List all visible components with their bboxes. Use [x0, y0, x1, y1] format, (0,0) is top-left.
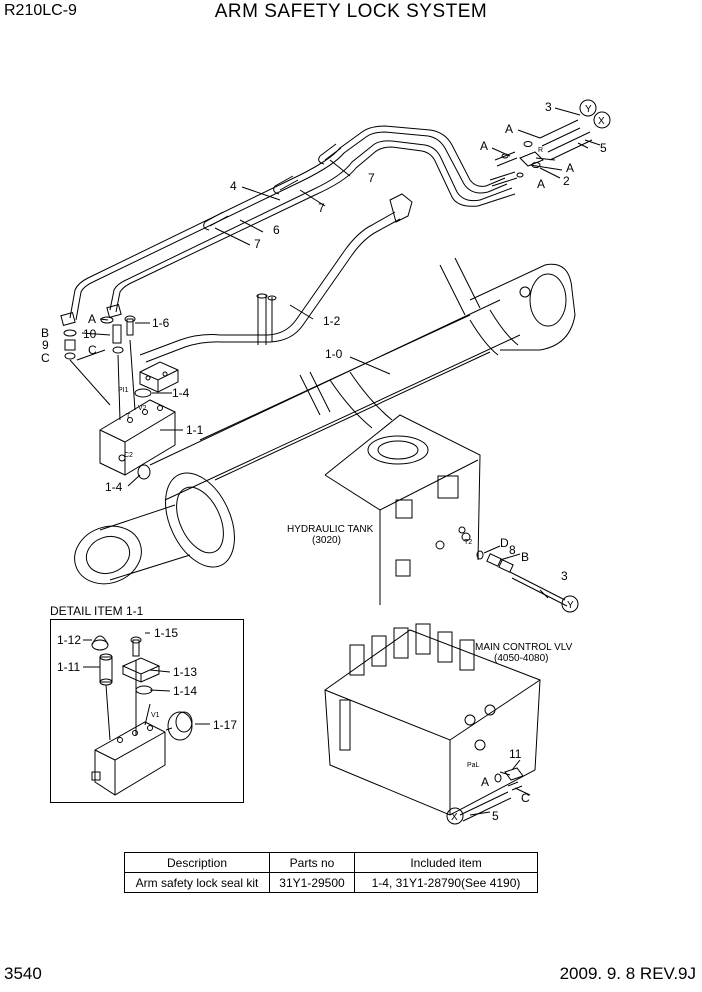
- label-7-b: 7: [318, 201, 325, 215]
- marker-y-top: [579, 99, 597, 117]
- cell-description: Arm safety lock seal kit: [124, 872, 270, 893]
- label-7-a: 7: [368, 171, 375, 185]
- label-port-r: R: [538, 147, 543, 154]
- label-2: 2: [563, 174, 570, 188]
- label-4: 4: [230, 179, 237, 193]
- header-included-item: Included item: [354, 852, 538, 873]
- label-3-top: 3: [545, 100, 552, 114]
- label-5-bottom: 5: [492, 809, 499, 823]
- relief-block: [139, 361, 179, 393]
- label-1-14: 1-14: [173, 684, 197, 698]
- label-a-bottom: A: [481, 775, 489, 789]
- callout-labels: 3 Y X A 5 A R A 2 A 4 7 7 6 7 1-2 A 1-6 …: [41, 100, 607, 823]
- label-10: 10: [83, 327, 97, 341]
- label-port-c2: C2: [124, 452, 133, 459]
- header-description: Description: [124, 852, 270, 873]
- label-hydraulic-tank-ref: (3020): [312, 535, 341, 546]
- revision-date: 2009. 9. 8 REV.9J: [559, 964, 696, 983]
- connection-markers: [446, 99, 611, 825]
- label-1-12: 1-12: [57, 633, 81, 647]
- label-a-2: A: [480, 139, 488, 153]
- label-port-v2: V2: [138, 405, 147, 412]
- label-c-mid: C: [88, 343, 97, 357]
- label-x-bottom: X: [451, 812, 458, 823]
- label-port-t2: T2: [464, 539, 472, 546]
- label-1-4-bottom: 1-4: [105, 480, 123, 494]
- label-y-top: Y: [585, 104, 592, 115]
- cell-included-item: 1-4, 31Y1-28790(See 4190): [354, 872, 538, 893]
- label-y-bottom: Y: [567, 600, 574, 611]
- label-port-pi1: PI1: [118, 387, 129, 394]
- page-title: ARM SAFETY LOCK SYSTEM: [214, 1, 488, 22]
- label-main-control-ref: (4050-4080): [494, 653, 548, 664]
- label-main-control: MAIN CONTROL VLV: [475, 642, 573, 653]
- label-port-pal: PaL: [467, 762, 480, 769]
- detail-title: DETAIL ITEM 1-1: [50, 604, 144, 618]
- table-row: Arm safety lock seal kit 31Y1-29500 1-4,…: [124, 872, 538, 893]
- label-port-t: T: [126, 413, 131, 420]
- label-port-v1: V1: [151, 712, 160, 719]
- marker-x-top: [593, 111, 611, 129]
- label-1-2: 1-2: [323, 314, 341, 328]
- label-8: 8: [509, 543, 516, 557]
- label-3-bottom: 3: [561, 569, 568, 583]
- cell-parts-no: 31Y1-29500: [269, 872, 355, 893]
- header-parts-no: Parts no: [269, 852, 355, 873]
- label-1-1: 1-1: [186, 423, 204, 437]
- label-6: 6: [273, 223, 280, 237]
- label-hydraulic-tank: HYDRAULIC TANK: [287, 524, 374, 535]
- detail-drawing: [83, 632, 210, 796]
- right-hose-fittings: [489, 119, 593, 187]
- marker-x-bottom: [446, 807, 464, 825]
- upper-pipe-assembly: [60, 125, 516, 326]
- tank-return-hose: [476, 550, 568, 607]
- upper-left-fittings: [63, 315, 136, 421]
- label-b-left: B: [41, 326, 49, 340]
- pipe-1-2: [139, 193, 413, 363]
- main-control-valve: [324, 623, 541, 816]
- hydraulic-tank: [324, 414, 481, 605]
- label-9: 9: [42, 338, 49, 352]
- leader-lines: [76, 107, 601, 816]
- parts-table: Description Parts no Included item Arm s…: [124, 852, 538, 893]
- marker-y-bottom: [561, 595, 579, 613]
- page-number: 3540: [4, 964, 42, 983]
- label-a-1: A: [505, 122, 513, 136]
- label-1-13: 1-13: [173, 665, 197, 679]
- label-d: D: [500, 536, 509, 550]
- model-code: R210LC-9: [4, 2, 77, 19]
- label-1-4-top: 1-4: [172, 386, 190, 400]
- label-a-left: A: [88, 312, 96, 326]
- label-7-c: 7: [254, 237, 261, 251]
- detail-box: [50, 619, 244, 803]
- label-a-4: A: [537, 177, 545, 191]
- label-x-top: X: [598, 116, 605, 127]
- label-1-17: 1-17: [213, 718, 237, 732]
- parts-table-header: Description Parts no Included item: [124, 852, 538, 873]
- label-b-right: B: [521, 550, 529, 564]
- label-1-11: 1-11: [57, 660, 80, 674]
- label-5-top: 5: [600, 141, 607, 155]
- label-1-15: 1-15: [154, 626, 178, 640]
- label-a-3: A: [566, 161, 574, 175]
- label-1-0: 1-0: [325, 347, 343, 361]
- safety-valve-block-1-1: [99, 388, 176, 480]
- arm-cylinder: [74, 257, 576, 585]
- label-1-6: 1-6: [152, 316, 170, 330]
- label-c-left: C: [41, 351, 50, 365]
- label-11: 11: [509, 747, 522, 761]
- label-c-bottom: C: [521, 791, 530, 805]
